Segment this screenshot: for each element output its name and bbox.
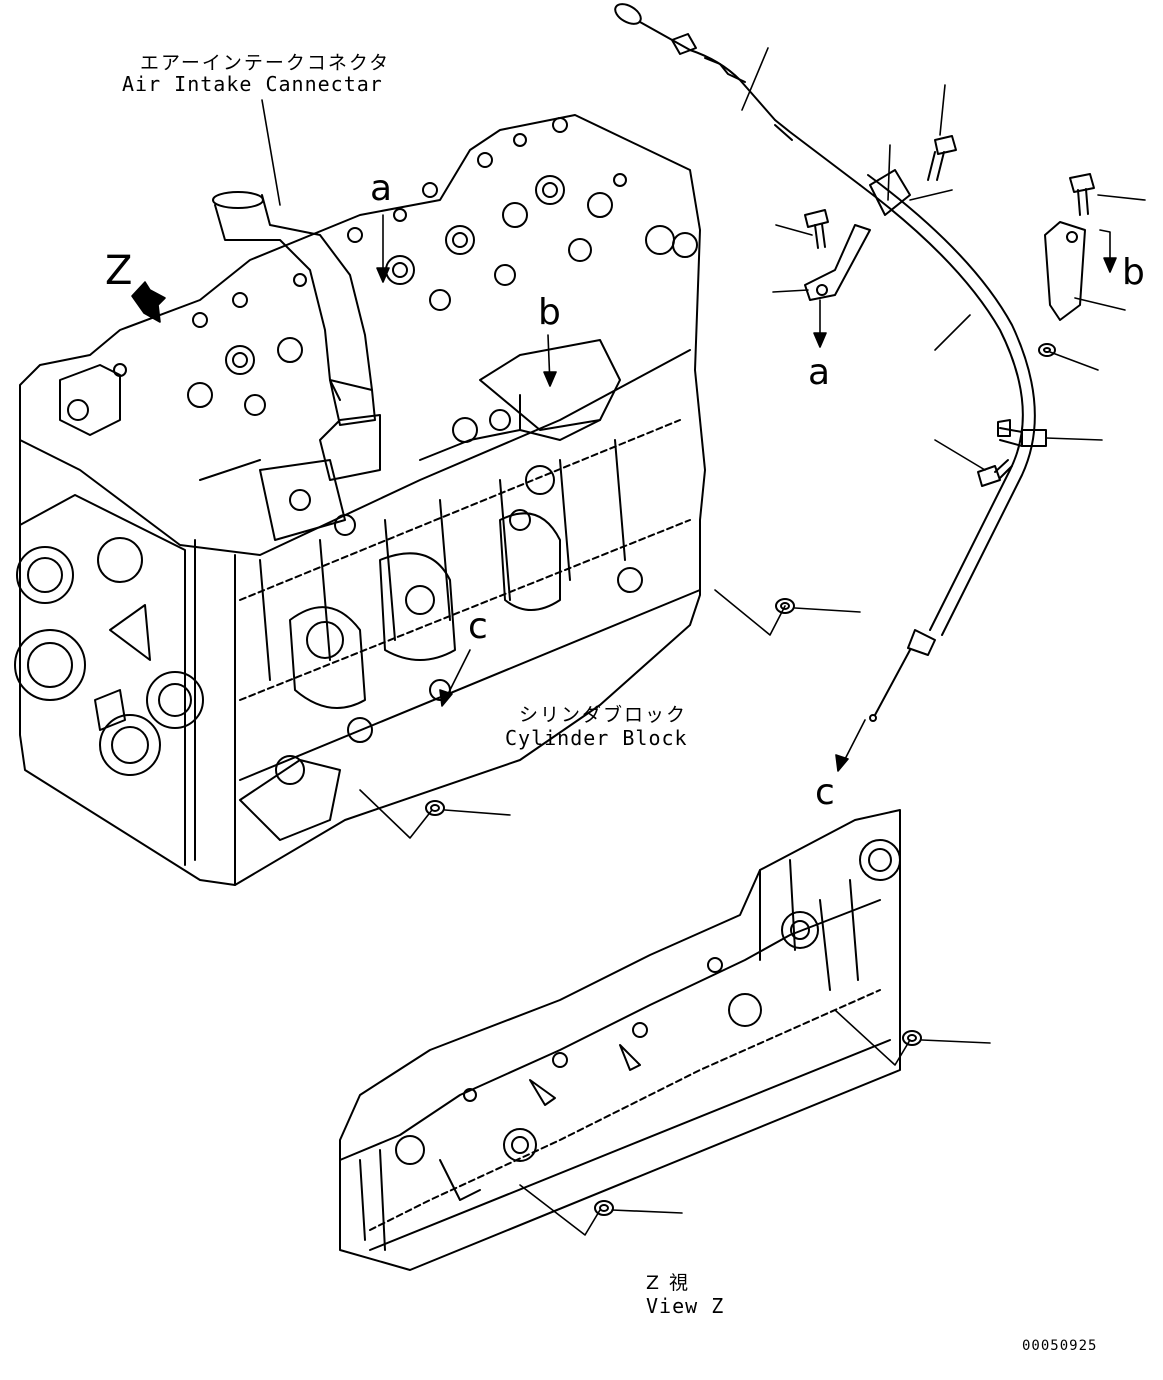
leader-lines: [261, 47, 1146, 1236]
callout-c-lower: c: [815, 772, 836, 813]
callout-b-right: b: [1122, 252, 1146, 293]
view-z-illustration: [339, 809, 901, 1271]
arrows: [131, 214, 1117, 772]
brackets-and-bolts: [425, 135, 1095, 1216]
engine-block-illustration: [14, 114, 706, 886]
callout-c-upper: c: [468, 606, 489, 647]
cylinder-block-label-en: Cylinder Block: [505, 726, 688, 750]
view-z-label-jp: Z 視: [646, 1272, 691, 1294]
callout-b-left: b: [538, 292, 562, 333]
callout-a-upper: a: [370, 168, 394, 209]
view-z-marker: Z: [105, 248, 134, 294]
air-intake-connector-label-en: Air Intake Cannectar: [122, 72, 383, 96]
dipstick-assembly: [614, 3, 1047, 722]
callout-a-lower: a: [808, 352, 832, 393]
view-z-label-en: View Z: [646, 1294, 725, 1318]
drawing-code: 00050925: [1022, 1338, 1098, 1354]
air-intake-connector-label-jp: エアーインテークコネクタ: [140, 52, 391, 74]
cylinder-block-label-jp: シリンダブロック: [519, 704, 688, 726]
